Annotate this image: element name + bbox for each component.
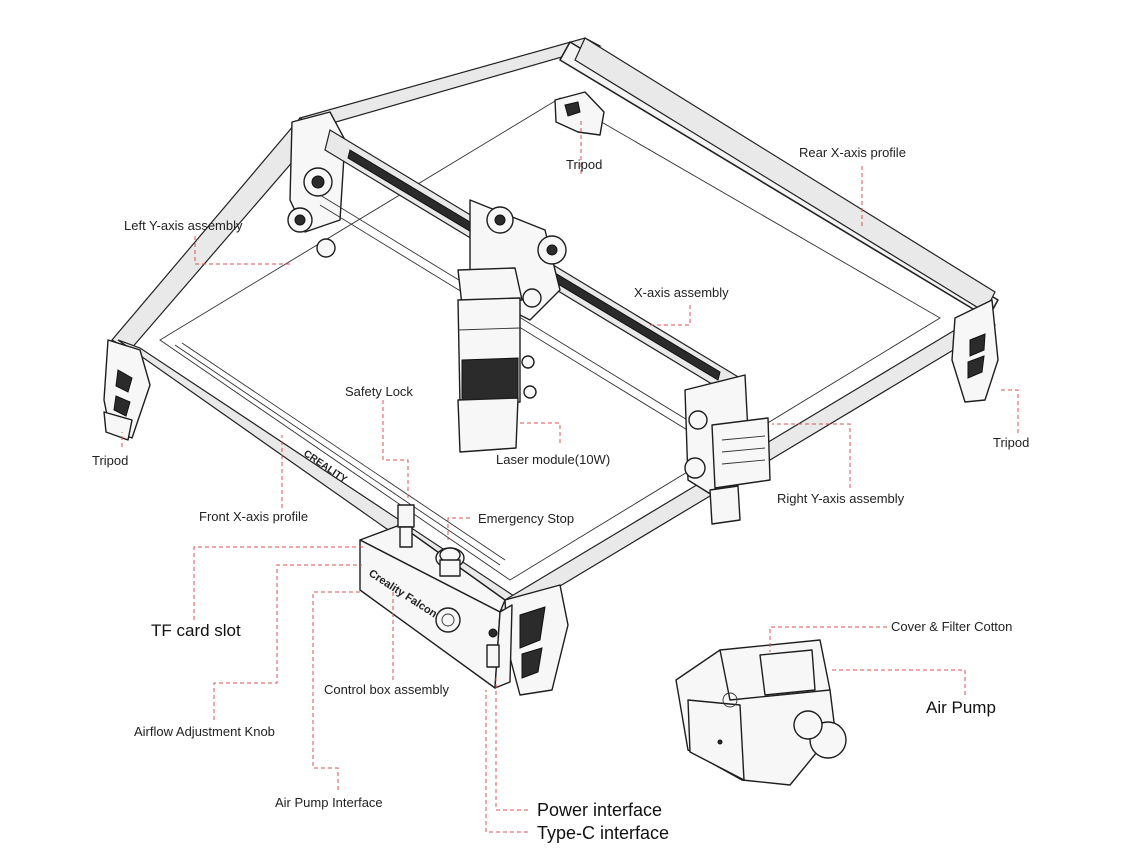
label-front-x-axis-profile: Front X-axis profile (199, 509, 309, 524)
label-rear-x-axis-profile: Rear X-axis profile (799, 145, 906, 160)
front-belt (174, 344, 501, 566)
label-x-axis-assembly: X-axis assembly (634, 285, 729, 300)
label-safety-lock: Safety Lock (345, 384, 413, 399)
label-left-y-axis-assembly: Left Y-axis assembly (124, 218, 243, 233)
leader-x-axis-assembly (648, 305, 691, 326)
front-belt-inner (181, 342, 506, 561)
leader-air-pump-interface (312, 591, 362, 790)
label-air-pump-interface: Air Pump Interface (275, 795, 383, 810)
label-tripod-top: Tripod (566, 157, 603, 172)
label-laser-module: Laser module(10W) (496, 452, 611, 467)
leader-emergency-stop (447, 517, 470, 540)
tripod-right-drawing (951, 299, 999, 403)
work-area-outline (159, 97, 941, 581)
leader-safety-lock (382, 400, 409, 500)
leader-left-y-axis-assembly (194, 236, 290, 265)
leader-power-interface (495, 678, 528, 811)
air-pump-drawing (675, 639, 847, 786)
laser-module-drawing (457, 267, 537, 453)
label-cover-filter-cotton: Cover & Filter Cotton (891, 619, 1013, 634)
label-type-c-interface: Type-C interface (537, 823, 670, 843)
tripod-top-drawing (554, 91, 605, 136)
leader-laser-module (518, 422, 561, 443)
leader-tf-card-slot (193, 546, 365, 620)
label-power-interface: Power interface (537, 800, 663, 820)
left-y-axis-profile (111, 117, 321, 351)
right-y-axis-profile (574, 37, 996, 313)
label-airflow-adjustment-knob: Airflow Adjustment Knob (134, 724, 275, 739)
leader-lines (121, 118, 1019, 833)
tripod-left-drawing (103, 339, 151, 441)
label-right-y-axis-assembly: Right Y-axis assembly (777, 491, 905, 506)
leader-cover-filter-cotton (769, 626, 887, 652)
label-air-pump: Air Pump (926, 698, 996, 717)
label-tf-card-slot: TF card slot (151, 621, 241, 640)
leader-type-c-interface (485, 690, 528, 833)
leader-air-pump (832, 669, 966, 695)
leader-airflow-adjustment-knob (213, 564, 362, 720)
right-y-axis-assembly-drawing (684, 374, 771, 525)
leader-right-y-axis-assembly (772, 423, 851, 488)
label-tripod-left: Tripod (92, 453, 129, 468)
label-emergency-stop: Emergency Stop (478, 511, 575, 526)
leader-tripod-right (1000, 389, 1019, 433)
label-control-box-assembly: Control box assembly (324, 682, 449, 697)
label-tripod-right: Tripod (993, 435, 1030, 450)
control-box-drawing (359, 504, 513, 689)
tripod-front-drawing (504, 584, 569, 696)
